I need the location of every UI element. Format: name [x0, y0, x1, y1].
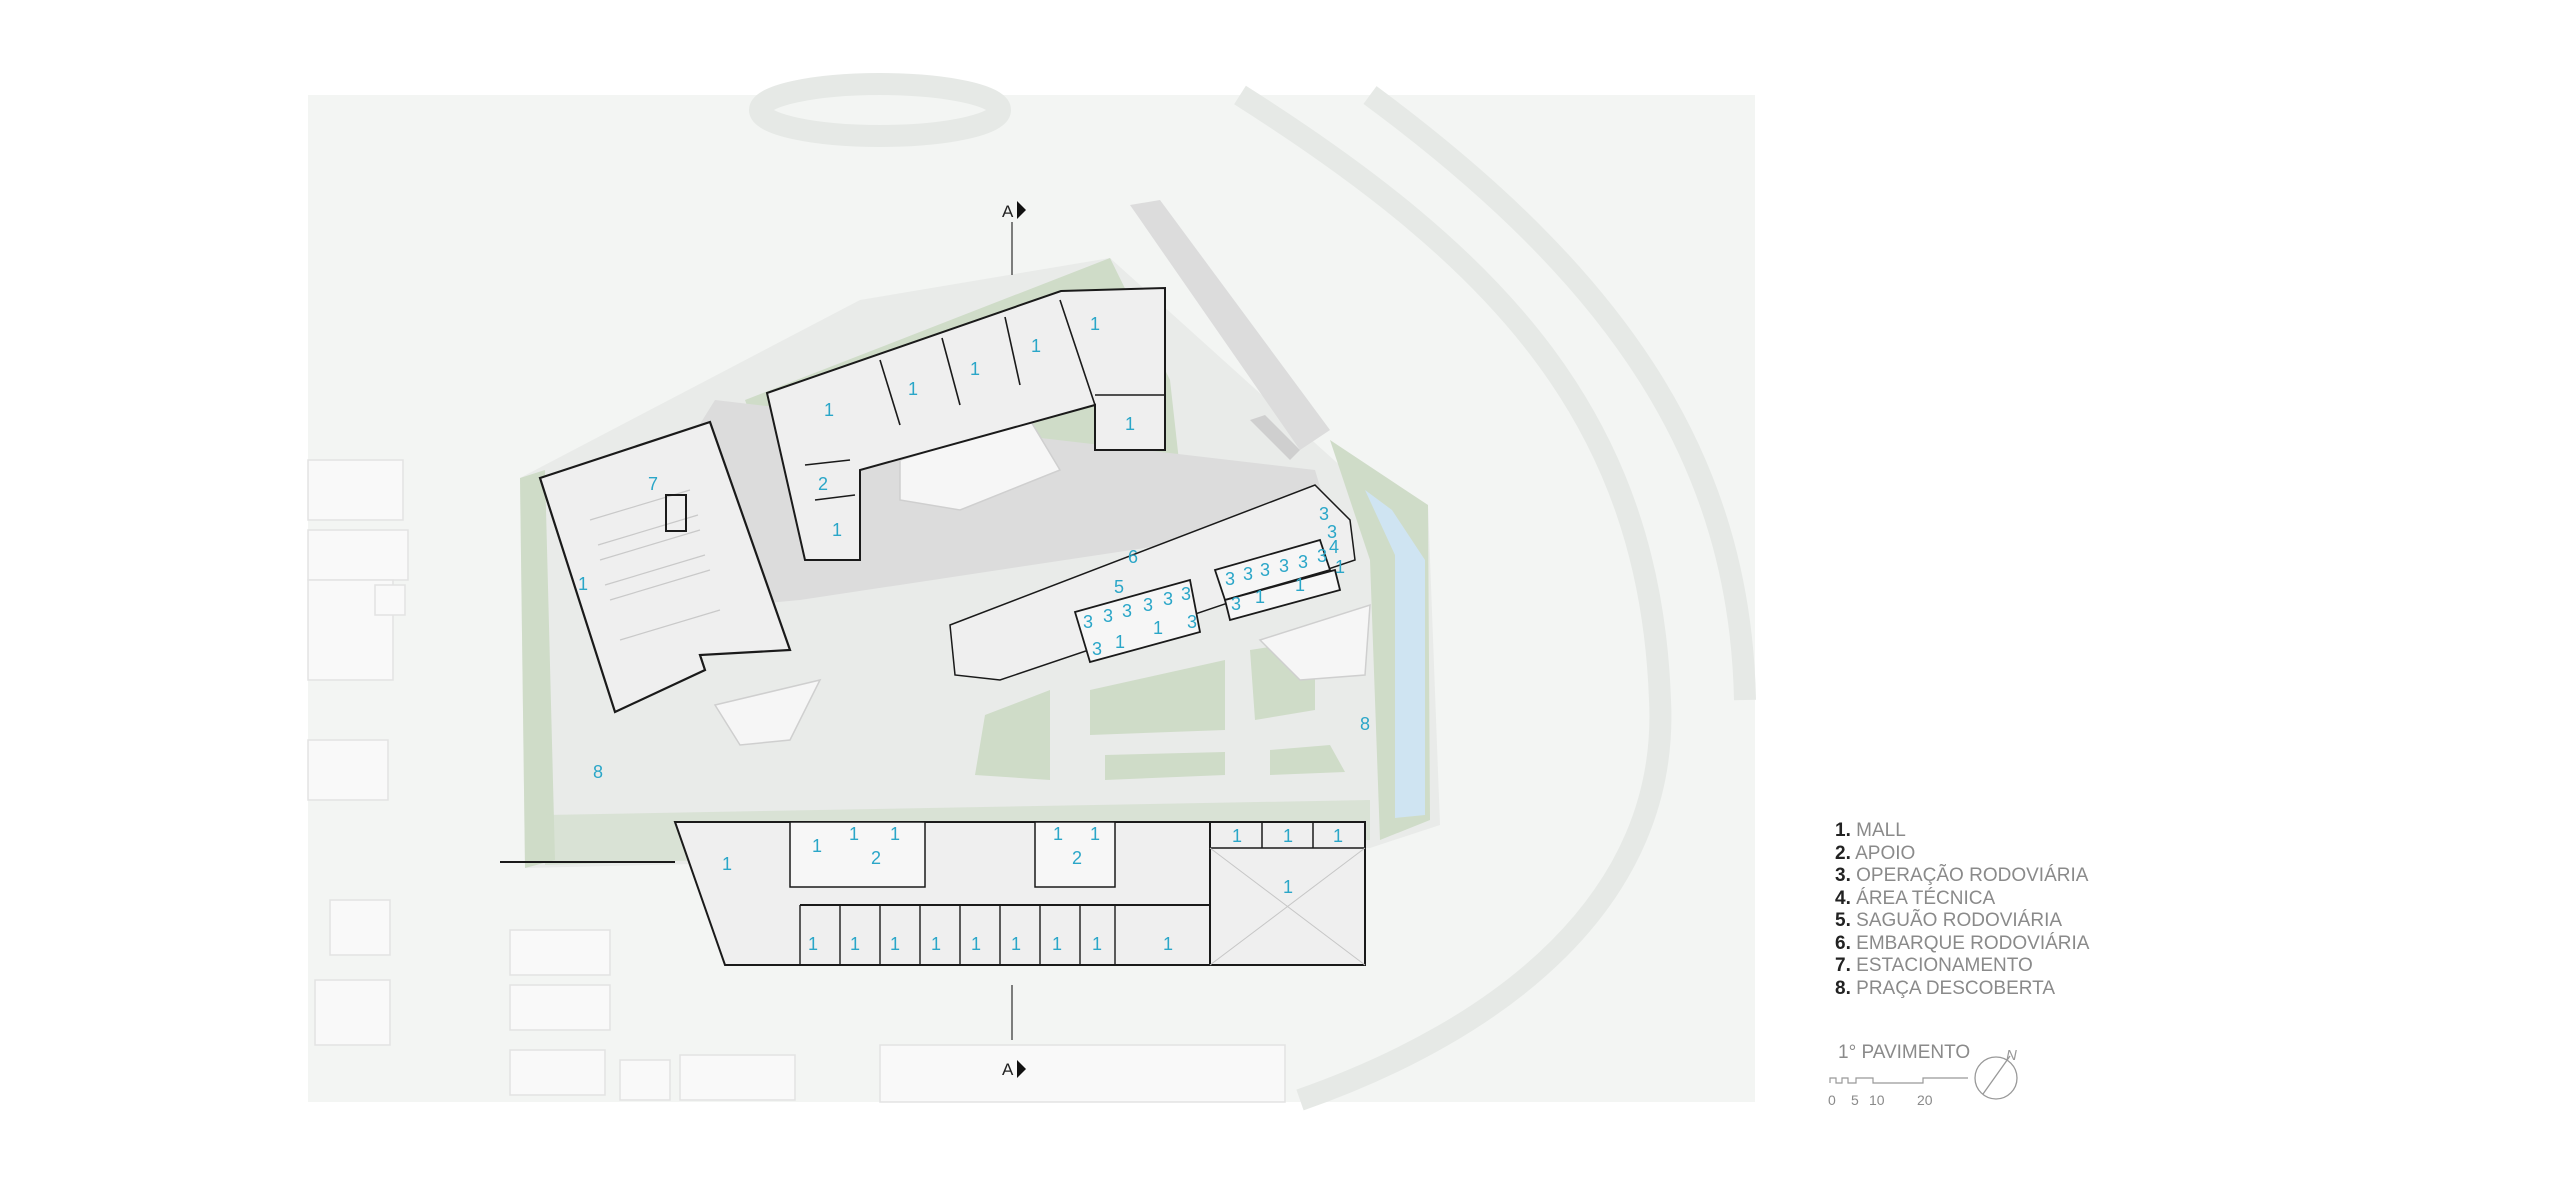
floor-label: 1° PAVIMENTO — [1838, 1042, 1971, 1063]
zone-label-mall: 1 — [1335, 557, 1345, 577]
legend-item-estacionamento: 7. ESTACIONAMENTO — [1835, 955, 2033, 976]
zone-label-mall: 1 — [1052, 934, 1062, 954]
zone-label-area-tecnica: 4 — [1329, 537, 1339, 557]
zone-label-operacao: 3 — [1163, 589, 1173, 609]
north-mall-walls — [804, 299, 1165, 501]
zone-label-mall: 1 — [1333, 826, 1343, 846]
zone-label-mall: 1 — [1092, 934, 1102, 954]
zone-label-operacao: 3 — [1231, 594, 1241, 614]
zone-label-mall: 1 — [971, 934, 981, 954]
operation-rooms — [1073, 538, 1342, 664]
zone-label-mall: 1 — [1090, 824, 1100, 844]
zone-label-mall: 1 — [1153, 618, 1163, 638]
legend-item-area-tecnica: 4. ÁREA TÉCNICA — [1835, 887, 1996, 909]
scale-bar-graphic — [1829, 1077, 1968, 1084]
north-mall-block — [765, 286, 1166, 561]
legend-item-saguao: 5. SAGUÃO RODOVIÁRIA — [1835, 910, 2063, 931]
zone-label-estacionamento: 7 — [648, 474, 658, 494]
zone-label-operacao: 3 — [1103, 606, 1113, 626]
south-mall-walls — [799, 905, 1116, 965]
zone-label-operacao: 3 — [1092, 639, 1102, 659]
zone-label-operacao: 3 — [1243, 564, 1253, 584]
zone-label-mall: 1 — [824, 400, 834, 420]
south-east-block — [1209, 821, 1366, 966]
context-buildings — [307, 459, 1286, 1103]
zone-label-mall: 1 — [931, 934, 941, 954]
access-road-edge — [1250, 415, 1300, 460]
zone-label-operacao: 3 — [1143, 595, 1153, 615]
zone-label-mall: 1 — [1115, 632, 1125, 652]
zone-label-operacao: 3 — [1225, 569, 1235, 589]
zone-label-operacao: 3 — [1083, 612, 1093, 632]
zone-numbers: 1 1 1 1 1 1 2 1 7 1 6 5 3 3 3 3 3 3 3 1 … — [578, 314, 1370, 954]
zone-label-praca: 8 — [593, 762, 603, 782]
skylights — [713, 419, 1371, 746]
zone-label-mall: 1 — [908, 379, 918, 399]
zone-label-apoio: 2 — [1072, 848, 1082, 868]
zone-label-mall: 1 — [1232, 826, 1242, 846]
green-strip-west — [520, 470, 555, 868]
south-void-west — [789, 821, 926, 888]
section-label-bottom: A — [1002, 1060, 1014, 1079]
water-feature — [1365, 490, 1425, 818]
zone-label-mall: 1 — [812, 836, 822, 856]
legend: 1. MALL 2. APOIO 3. OPERAÇÃO RODOVIÁRIA … — [1835, 820, 2089, 1000]
zone-label-mall: 1 — [1283, 826, 1293, 846]
zone-label-operacao: 3 — [1181, 584, 1191, 604]
scale-bar: 0 5 10 20 — [1828, 1070, 1968, 1110]
zone-label-saguao: 5 — [1114, 577, 1124, 597]
section-arrow-bottom — [1017, 1060, 1026, 1078]
zone-label-mall: 1 — [1163, 934, 1173, 954]
terminal-block — [949, 484, 1356, 681]
zone-label-apoio: 2 — [871, 848, 881, 868]
zone-label-embarque: 6 — [1128, 547, 1138, 567]
legend-item-mall: 1. MALL — [1835, 820, 1906, 841]
zone-label-mall: 1 — [722, 854, 732, 874]
north-arrow-needle — [1982, 1055, 2011, 1095]
north-arrow-circle — [1974, 1056, 2018, 1100]
legend-item-praca: 8. PRAÇA DESCOBERTA — [1835, 977, 2055, 999]
zone-label-mall: 1 — [1283, 877, 1293, 897]
zone-label-operacao: 3 — [1327, 522, 1337, 542]
zone-label-mall: 1 — [1125, 414, 1135, 434]
zone-label-mall: 1 — [970, 359, 980, 379]
zone-label-mall: 1 — [1053, 824, 1063, 844]
scale-tick: 0 — [1828, 1092, 1836, 1108]
zone-label-praca: 8 — [1360, 714, 1370, 734]
zone-label-operacao: 3 — [1187, 612, 1197, 632]
zone-label-mall: 1 — [1255, 587, 1265, 607]
zone-label-mall: 1 — [890, 824, 900, 844]
scale-tick: 5 — [1851, 1092, 1859, 1108]
parking-core — [665, 494, 687, 532]
zone-label-operacao: 3 — [1260, 560, 1270, 580]
scale-tick: 20 — [1917, 1092, 1933, 1108]
zone-label-mall: 1 — [1295, 575, 1305, 595]
zone-label-mall: 1 — [808, 934, 818, 954]
zone-label-mall: 1 — [890, 934, 900, 954]
south-void-center — [1034, 821, 1116, 888]
zone-label-mall: 1 — [1011, 934, 1021, 954]
section-label-top: A — [1002, 202, 1014, 221]
legend-item-apoio: 2. APOIO — [1835, 842, 1916, 864]
zone-label-operacao: 3 — [1317, 546, 1327, 566]
zone-label-mall: 1 — [849, 824, 859, 844]
zone-label-operacao: 3 — [1279, 556, 1289, 576]
zone-label-mall: 1 — [578, 574, 588, 594]
zone-label-operacao: 3 — [1319, 504, 1329, 524]
section-arrow-top — [1017, 201, 1026, 219]
legend-item-operacao: 3. OPERAÇÃO RODOVIÁRIA — [1835, 865, 2089, 886]
access-road — [1130, 200, 1330, 450]
scale-tick: 10 — [1869, 1092, 1885, 1108]
north-label: N — [2006, 1047, 2017, 1064]
context-roads — [749, 73, 1756, 1111]
zone-label-mall: 1 — [850, 934, 860, 954]
zone-label-apoio: 2 — [818, 474, 828, 494]
zone-label-operacao: 3 — [1122, 601, 1132, 621]
legend-item-embarque: 6. EMBARQUE RODOVIÁRIA — [1835, 932, 2090, 954]
zone-label-operacao: 3 — [1298, 552, 1308, 572]
zone-label-mall: 1 — [832, 520, 842, 540]
zone-label-mall: 1 — [1090, 314, 1100, 334]
zone-label-mall: 1 — [1031, 336, 1041, 356]
